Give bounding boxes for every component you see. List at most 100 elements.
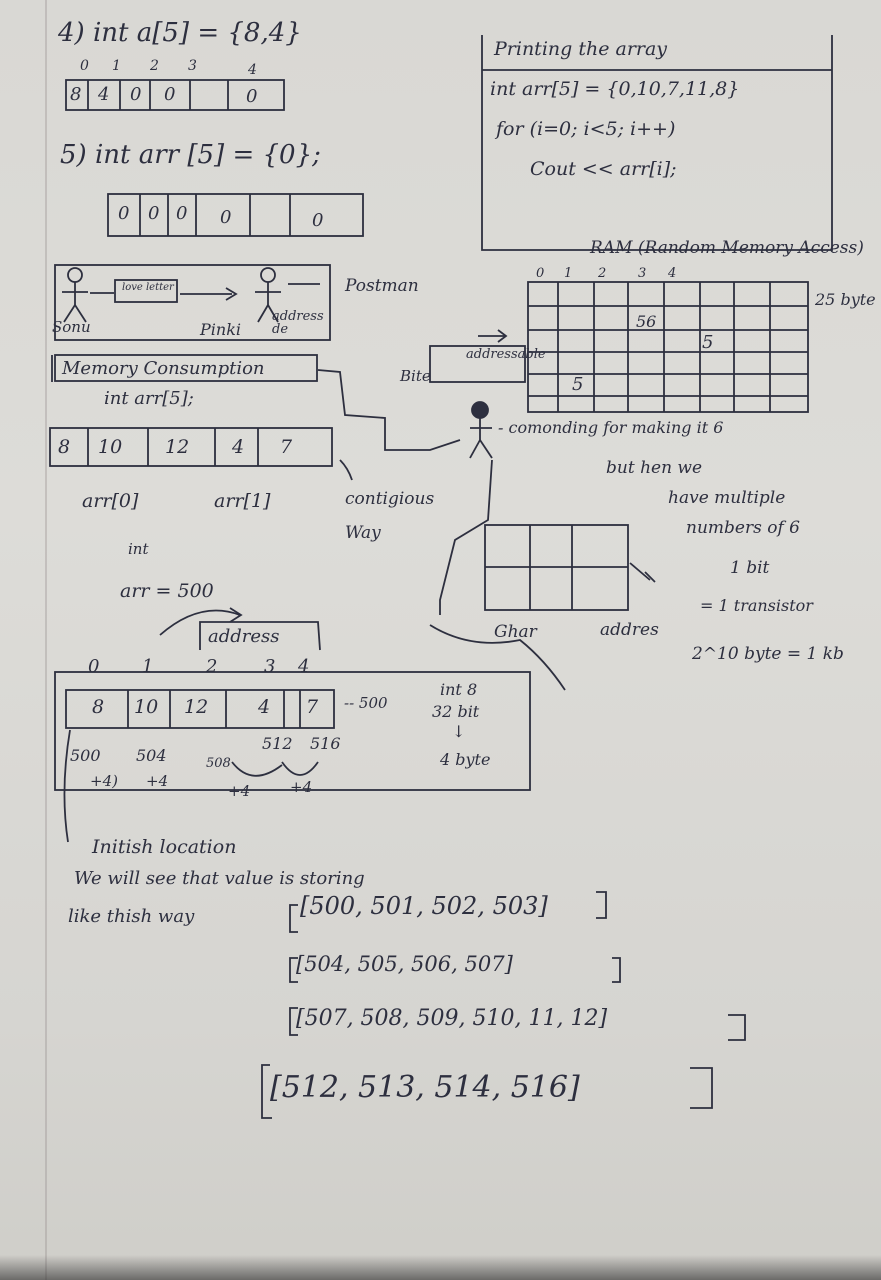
printing-line-3: Cout << arr[i]; [530,158,677,180]
address-array-box [65,689,335,729]
sec4-idx-4: 4 [248,62,257,78]
sec5-array-box [107,193,364,237]
32bit-label: 32 bit [432,702,480,721]
commanding-line-2: but hen we [606,458,703,478]
plus4-b: +4 [146,772,169,790]
sec4-cell-4: 0 [246,86,258,107]
sec4-idx-2: 2 [150,58,159,74]
address-de-label: address de [272,309,324,337]
address-title: address [208,626,280,647]
notes-row-4: [512, 513, 514, 516] [270,1070,580,1105]
ram-value-5a: 5 [702,332,714,353]
addr-idx-2: 2 [206,656,218,677]
ghar-label: Ghar [494,622,537,642]
sec5-cell-3: 0 [220,207,232,228]
kb-label: 2^10 byte = 1 kb [692,644,844,664]
sec5-cell-1: 0 [148,203,160,224]
addr-516: 516 [310,734,341,753]
plus4-d: +4 [290,778,313,796]
memory-cell-4: 7 [280,436,293,458]
postman-box [54,264,331,341]
printing-box [481,35,833,251]
ram-value-56: 56 [636,312,657,331]
page-bottom-shadow [0,1255,881,1280]
addr-cell-2: 12 [184,696,209,718]
plus4-c: +4 [228,782,251,800]
sec4-cell-3: 0 [164,84,176,105]
arr-500-label: arr = 500 [120,580,214,602]
4byte-label: 4 byte [440,750,491,769]
pinki-label: Pinki [200,320,241,339]
ram-idx-4: 4 [668,266,677,281]
sec5-heading: 5) int arr [5] = {0}; [60,140,321,170]
printing-line-2: for (i=0; i<5; i++) [496,118,676,140]
commanding-line-3: have multiple [668,488,786,508]
sec4-cell-1: 4 [98,84,110,105]
arr0-label: arr[0] [82,490,139,512]
memory-array-box [49,427,333,467]
ram-value-5b: 5 [572,374,584,395]
int-label: int [128,540,149,558]
sec4-idx-1: 1 [112,58,121,74]
arrow-500-label: -- 500 [344,694,388,712]
addr-cell-0: 8 [92,696,105,718]
addr-idx-3: 3 [264,656,276,677]
notes-line-2: We will see that value is storing [74,868,365,889]
ram-idx-2: 2 [598,266,607,281]
ram-idx-3: 3 [638,266,647,281]
notes-line-1: Initish location [92,836,237,858]
commanding-line-1: - comonding for making it 6 [498,418,724,437]
sec5-cell-0: 0 [118,203,130,224]
memory-title-box [54,354,318,382]
addres-label: addres [600,620,659,640]
sec4-cell-2: 0 [130,84,142,105]
ram-idx-0: 0 [536,266,545,281]
one-bit-label: 1 bit [730,558,770,578]
addr-cell-1: 10 [134,696,159,718]
contigious-way-label: contigious Way [345,489,435,543]
addr-504: 504 [136,746,167,765]
addr-512: 512 [262,734,293,753]
transistor-label: = 1 transistor [700,596,813,615]
addr-cell-3: 4 [258,696,271,718]
notes-line-3: like thish way [68,906,195,927]
postman-label: Postman [345,276,419,296]
address-tab [199,621,321,651]
sec4-cell-0: 8 [70,84,82,105]
memory-decl: int arr[5]; [104,388,194,409]
sec5-cell-4: 0 [312,210,324,231]
memory-title: Memory Consumption [62,358,265,379]
notes-row-1: [500, 501, 502, 503] [300,892,548,920]
memory-cell-0: 8 [58,436,71,458]
memory-cell-1: 10 [98,436,123,458]
down-arrow: ↓ [452,722,466,741]
commanding-line-4: numbers of 6 [686,518,800,538]
addr-idx-1: 1 [142,656,154,677]
sec4-array-box [65,79,285,111]
addr-idx-0: 0 [88,656,100,677]
ram-idx-1: 1 [564,266,573,281]
ram-bytes-label: 25 byte [815,290,876,309]
printing-line-1: int arr[5] = {0,10,7,11,8} [490,78,740,100]
addr-cell-4: 7 [306,696,319,718]
sec4-heading: 4) int a[5] = {8,4} [58,18,302,48]
margin-line [45,0,47,1280]
addr-500: 500 [70,746,101,765]
addr-idx-4: 4 [298,656,310,677]
addr-508: 508 [206,756,231,771]
plus4-a: +4) [90,772,118,790]
sec4-idx-3: 3 [188,58,197,74]
ram-grid [527,281,809,413]
love-letter-label: love letter [122,282,174,293]
memory-cell-2: 12 [165,436,190,458]
notes-row-2: [504, 505, 506, 507] [296,952,513,976]
bite-label: Bite [400,367,431,385]
sec4-idx-0: 0 [80,58,89,74]
memory-cell-3: 4 [232,436,245,458]
addressable-label: addressable [466,347,546,362]
ghar-grid [484,524,629,611]
ram-title: RAM (Random Memory Access) [590,238,864,258]
printing-title: Printing the array [494,38,668,60]
